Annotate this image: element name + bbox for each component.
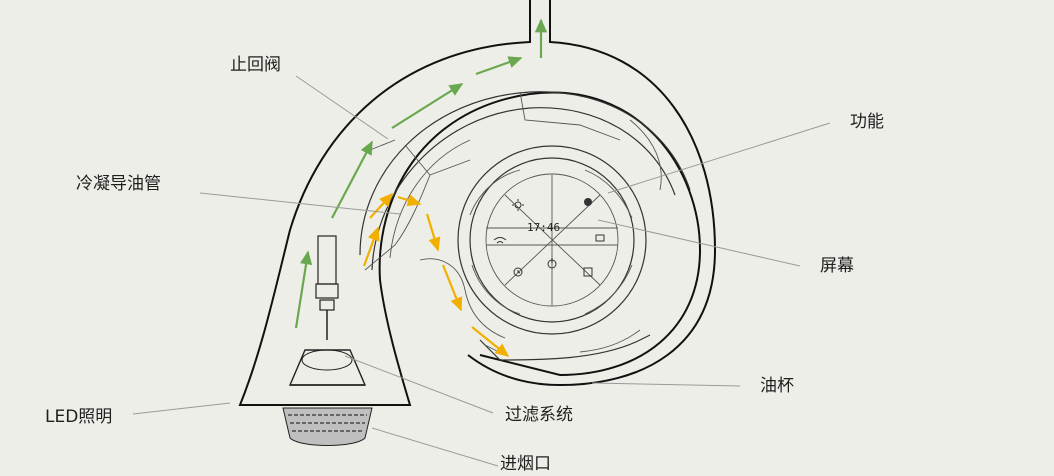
- control-panel: 17:46: [457, 145, 647, 335]
- label-condense-pipe: 冷凝导油管: [76, 174, 161, 194]
- check-valve: [369, 139, 396, 151]
- airflow-arrows: [294, 18, 548, 329]
- sun-icon[interactable]: [512, 199, 524, 211]
- fan-icon[interactable]: [584, 198, 592, 206]
- smoke-inlet-grill: [282, 407, 373, 446]
- leader-lines: [132, 75, 831, 467]
- label-oil-cup: 油杯: [760, 376, 794, 396]
- oil-flow-arrows: [362, 192, 510, 357]
- cup-icon[interactable]: [583, 267, 593, 277]
- display-time: 17:46: [527, 221, 560, 234]
- hood-outline: [238, 0, 717, 406]
- settings-icon[interactable]: [595, 234, 605, 242]
- power-icon[interactable]: [547, 258, 557, 269]
- wifi-icon[interactable]: [493, 237, 507, 244]
- inner-structure: [359, 91, 691, 361]
- label-filter-system: 过滤系统: [505, 405, 573, 425]
- label-smoke-inlet: 进烟口: [500, 454, 551, 474]
- label-function: 功能: [850, 112, 884, 132]
- label-check-valve: 止回阀: [230, 55, 281, 75]
- label-led-light: LED照明: [45, 407, 113, 427]
- led-fixture: [288, 235, 367, 386]
- label-screen: 屏幕: [820, 256, 854, 276]
- clock-icon[interactable]: [513, 267, 523, 277]
